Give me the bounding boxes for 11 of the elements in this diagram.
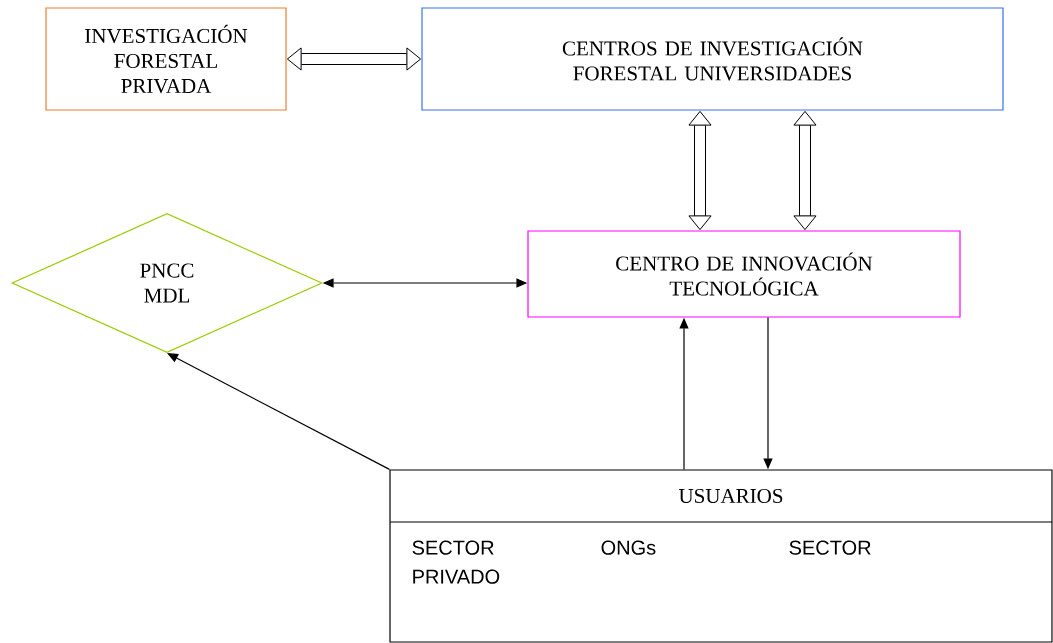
block-arrow: [286, 47, 422, 71]
table-cell: ONGs: [601, 540, 656, 555]
block-arrow: [688, 110, 712, 231]
process-box: INVESTIGACIÓN FORESTAL PRIVADA: [45, 7, 287, 111]
block-arrow: [793, 110, 817, 231]
table-cell: SECTOR: [789, 540, 871, 555]
process-box: CENTRO DE INNOVACIÓN TECNOLÓGICA: [527, 230, 961, 318]
table-cell: SECTOR PRIVADO: [412, 540, 500, 584]
arrow: [167, 353, 390, 470]
table-header: USUARIOS: [678, 488, 783, 504]
process-box: CENTROS DE INVESTIGACIÓN FORESTAL UNIVERSIDADES: [421, 7, 1004, 111]
